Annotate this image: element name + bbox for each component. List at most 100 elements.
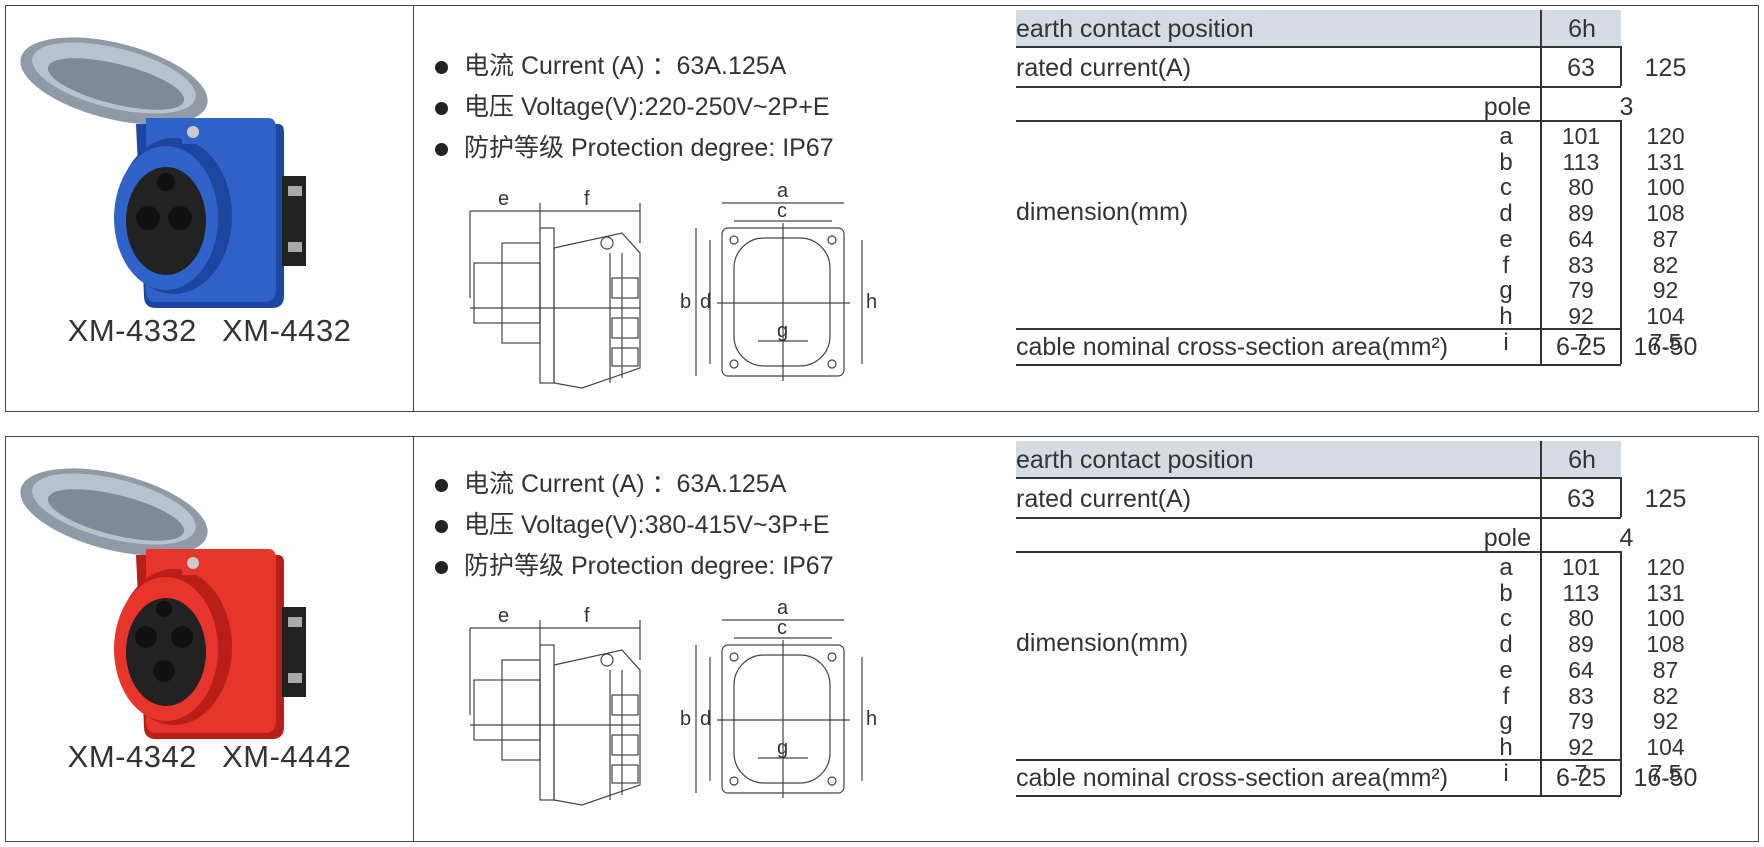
dim-label: a [777,600,789,619]
earth-contact-label: earth contact position [1016,15,1254,43]
table-row-earth-contact: earth contact position 6h [1016,441,1711,477]
dimension-value: 113 [1562,579,1600,606]
table-header-bg [1016,10,1621,46]
dim-label: a [777,183,789,202]
model-number: XM-4442 [222,739,352,774]
dimension-value: 89 [1568,200,1594,227]
dimension-letter: f [1502,251,1510,279]
dim-label: g [777,320,788,342]
cable-area-value: 16-50 [1633,333,1698,361]
pole-label: pole [1483,524,1531,552]
dimension-value: 92 [1568,733,1594,760]
dimension-value: 82 [1652,682,1679,709]
rated-current-value: 63 [1567,54,1595,82]
dim-label: g [777,737,788,759]
dimension-value: 80 [1568,605,1594,632]
table-rule [1016,86,1621,88]
dimension-value: 120 [1646,554,1685,580]
dimension-drawing: e f a c b d h g [469,183,877,389]
table-rule [1016,551,1621,553]
earth-contact-value: 6h [1568,15,1596,43]
rated-current-label: rated current(A) [1016,485,1192,513]
product-image-cell: XM-4332 XM-4432 [6,6,414,411]
dimension-value: 131 [1646,148,1685,175]
bullet-icon [435,143,448,156]
dimension-letter: b [1499,579,1513,607]
dimension-value: 79 [1568,277,1594,304]
dimension-letter: i [1503,328,1509,356]
dimension-letter: h [1499,302,1513,330]
spec-item: 防护等级 Protection degree: IP67 [435,128,834,169]
model-number: XM-4342 [67,739,197,774]
dim-label: b [680,708,691,730]
bullet-icon [435,61,448,74]
socket-cap [20,468,208,556]
dim-label: e [498,188,509,210]
bullet-icon [435,561,448,574]
dimension-label: dimension(mm) [1016,629,1189,657]
pole-label: pole [1483,93,1531,121]
dimension-value: 92 [1652,277,1679,304]
cable-area-value: 6-25 [1555,333,1607,361]
dimension-letter: g [1499,277,1513,305]
earth-contact-label: earth contact position [1016,446,1254,474]
dimension-value: 87 [1652,225,1679,252]
dim-label: e [498,605,509,627]
model-number: XM-4432 [222,313,352,348]
table-row-pole: pole 4 [1016,521,1711,553]
dimension-letter: b [1499,148,1513,176]
dimension-value: 101 [1561,554,1601,580]
dimension-letter: e [1499,656,1513,684]
table-row-cable: cable nominal cross-section area(mm²)6-2… [1016,761,1711,795]
table-rule [1620,477,1622,517]
dimension-value: 7 [1574,328,1588,355]
spec-table: earth contact position 6h rated current(A)… [1016,10,1711,408]
spec-list: 电流 Current (A) ：63A.125A 电压 Voltage(V):2… [435,46,834,169]
table-rule [1620,46,1622,86]
socket-cap [20,37,208,125]
dimension-letter: g [1499,708,1513,736]
dimension-letter: a [1499,554,1513,581]
earth-contact-value: 6h [1568,446,1596,474]
dim-label: b [680,291,691,313]
dimension-value: 113 [1562,148,1600,175]
spec-item: 电流 Current (A) ：63A.125A [435,464,834,505]
dimension-value: 120 [1646,123,1685,149]
dimension-drawing: e f a c b d h g [469,600,877,806]
dimension-value: 108 [1646,200,1685,227]
dimension-value: 108 [1646,631,1685,658]
dimension-value: 83 [1568,251,1594,278]
table-header-bg [1016,441,1621,477]
dimension-letter: e [1499,225,1513,253]
model-numbers: XM-4342 XM-4442 [6,739,413,775]
dimension-letter: c [1500,174,1512,202]
table-rule [1620,551,1622,795]
dimension-value: 104 [1646,302,1685,329]
dimension-value: 131 [1646,579,1685,606]
dimension-value: 100 [1646,605,1685,632]
dim-label: d [700,291,711,313]
dimension-value: 101 [1561,123,1601,149]
pole-value: 4 [1619,524,1634,552]
dimension-letter: h [1499,733,1513,761]
dimension-value: 7.5 [1649,759,1682,786]
dimension-value: 64 [1568,225,1594,252]
table-rule [1016,364,1621,366]
spec-list: 电流 Current (A) ：63A.125A 电压 Voltage(V):3… [435,464,834,587]
rated-current-value: 125 [1644,485,1687,513]
table-row-cable: cable nominal cross-section area(mm²)6-2… [1016,330,1711,364]
model-numbers: XM-4332 XM-4432 [6,313,413,349]
rated-current-label: rated current(A) [1016,54,1192,82]
spec-item: 电流 Current (A) ：63A.125A [435,46,834,87]
dim-label: h [866,291,877,313]
dimension-value: 7.5 [1649,328,1682,355]
spec-item: 电压 Voltage(V):220-250V~2P+E [435,87,834,128]
table-rule [1016,46,1621,48]
table-rule [1016,517,1621,519]
